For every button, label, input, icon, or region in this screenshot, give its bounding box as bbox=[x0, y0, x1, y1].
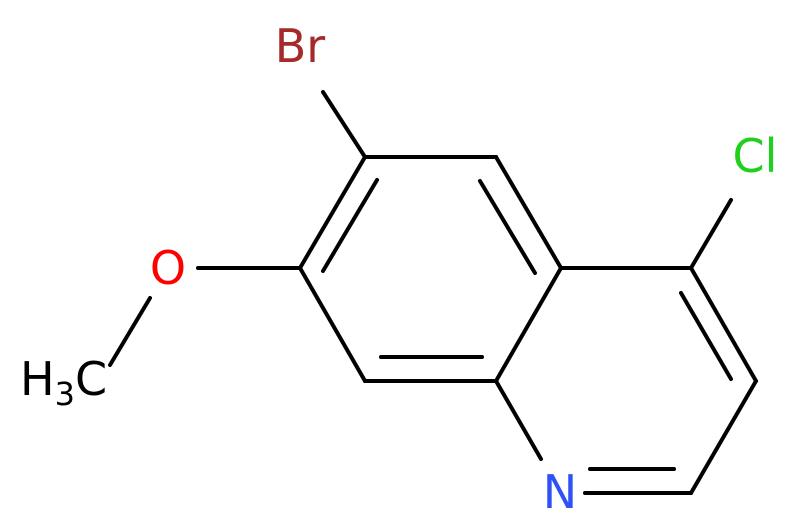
bonds bbox=[108, 90, 758, 495]
bond-c3-c2 bbox=[689, 379, 758, 495]
bond-c4-c3 bbox=[689, 266, 758, 383]
bond-o-ch3 bbox=[108, 296, 152, 367]
atom-nitrogen: N bbox=[543, 465, 577, 519]
methyl-subscript: 3 bbox=[55, 375, 75, 413]
bond-c5-c4a bbox=[494, 155, 563, 270]
bond-c8a-c4a bbox=[494, 266, 563, 383]
atom-methyl: H3C bbox=[20, 352, 107, 413]
atom-bromine: Br bbox=[275, 19, 326, 73]
bond-c4-cl bbox=[689, 198, 733, 270]
bond-c6-c7-inner bbox=[321, 178, 379, 273]
methyl-h: H bbox=[20, 352, 55, 406]
bond-c6-c7 bbox=[298, 155, 367, 270]
atom-oxygen: O bbox=[150, 241, 186, 295]
bond-c7-c8 bbox=[298, 266, 367, 383]
atom-chlorine: Cl bbox=[733, 129, 778, 183]
atom-labels: Br Cl O N H3C bbox=[20, 19, 777, 519]
bond-n-c8a bbox=[494, 379, 543, 461]
bond-c4-c3-inner bbox=[679, 291, 733, 381]
bond-c5-c4a-inner bbox=[478, 179, 537, 275]
bond-br-c6 bbox=[321, 90, 367, 159]
methyl-c: C bbox=[75, 352, 107, 406]
